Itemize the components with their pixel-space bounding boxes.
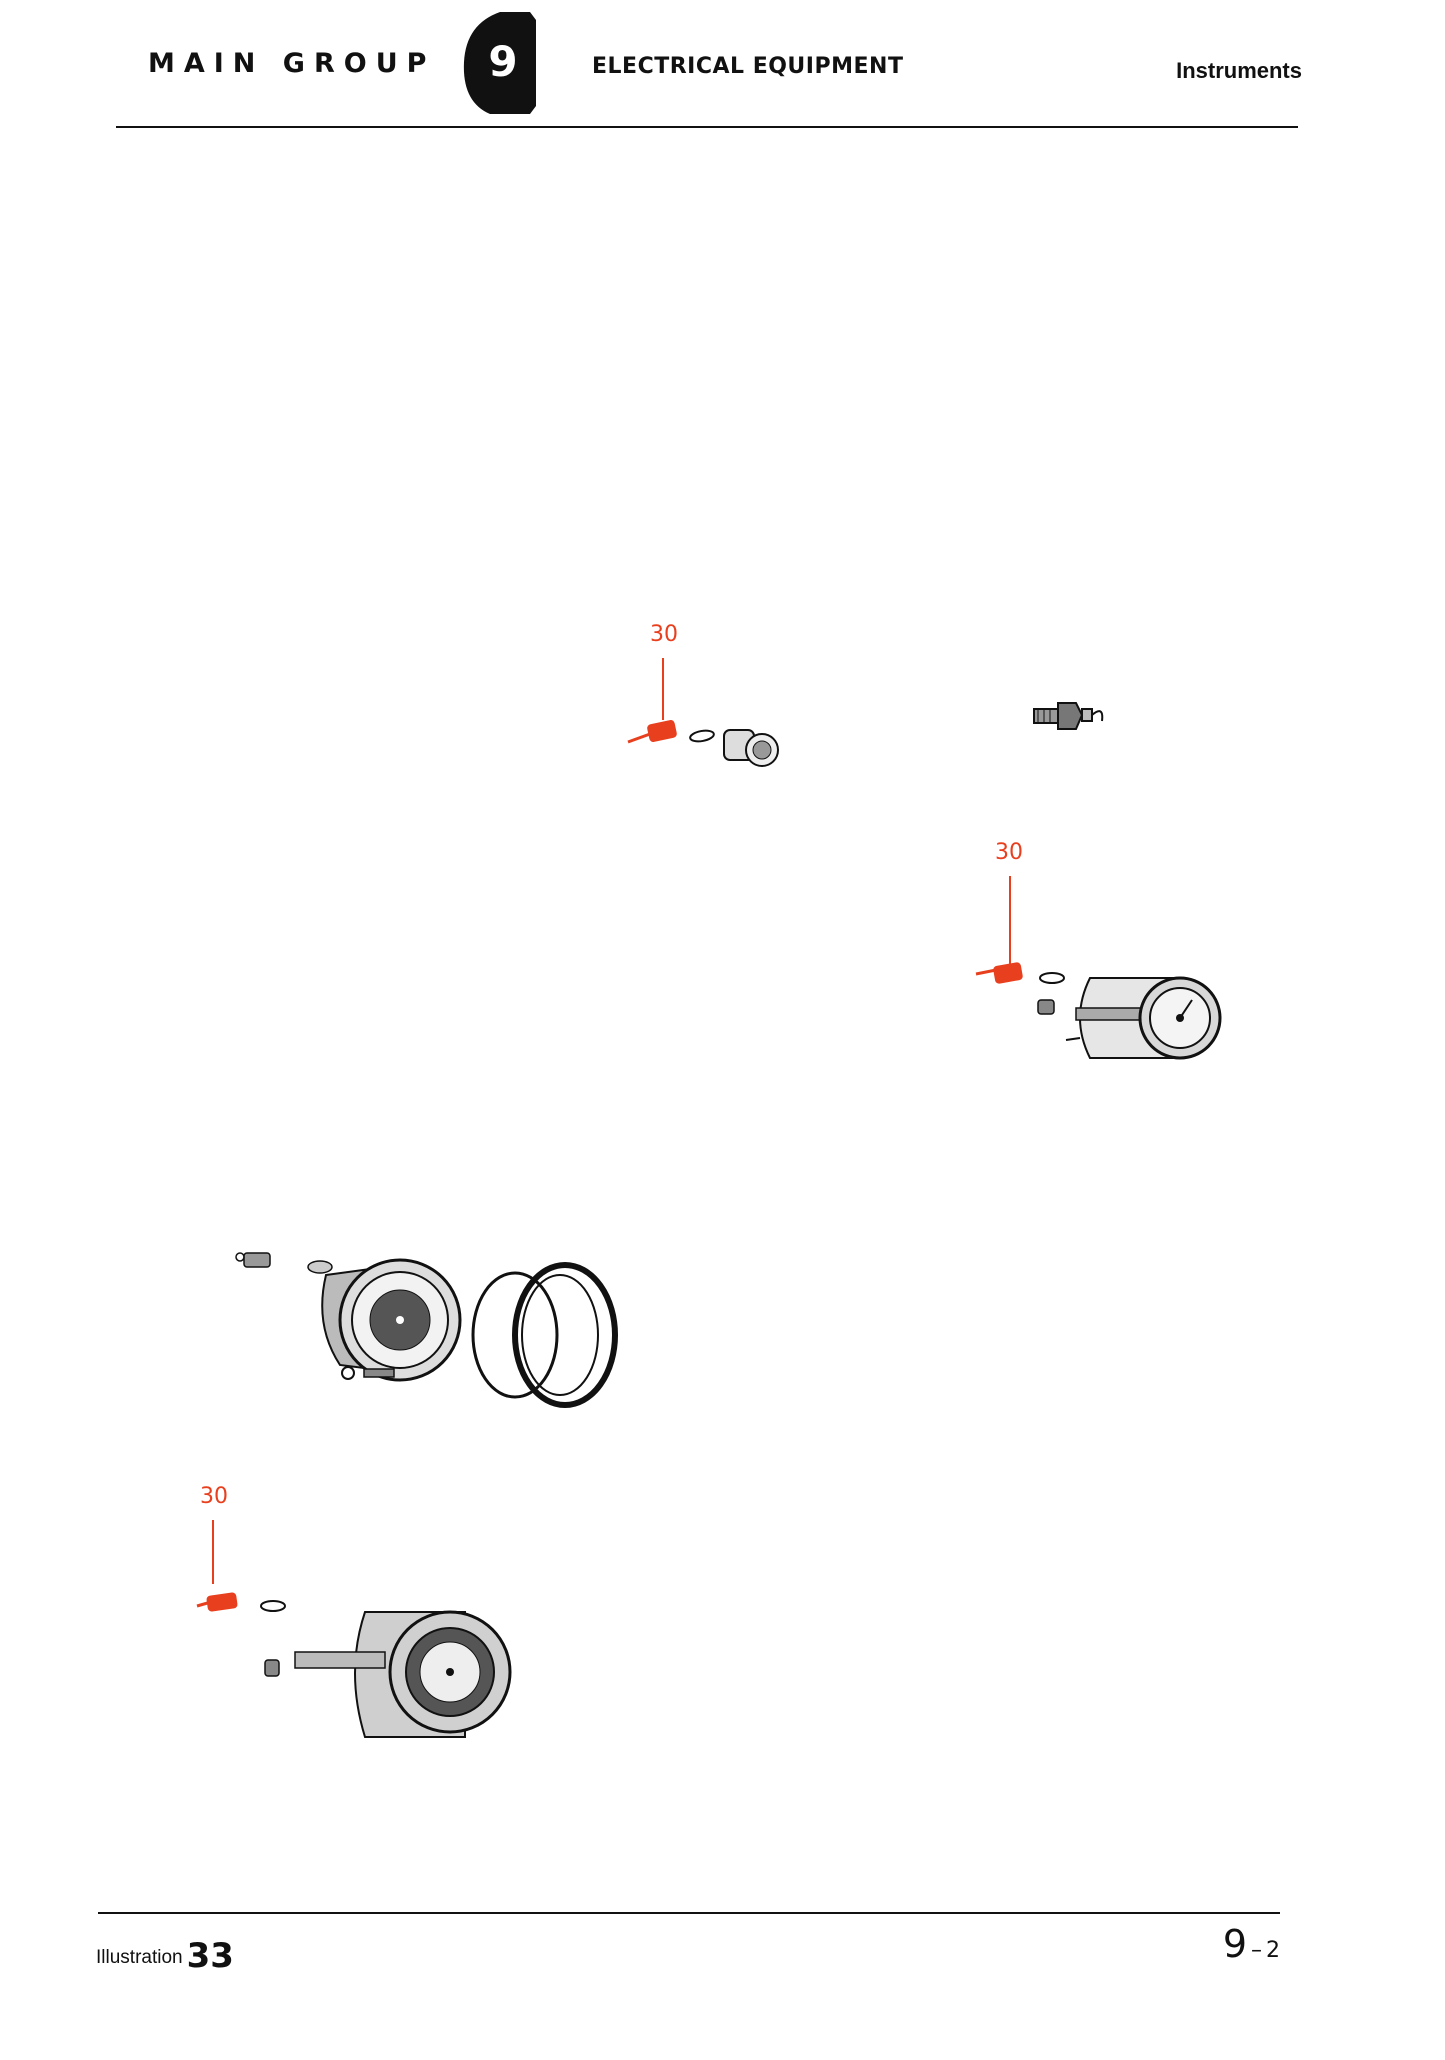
- bulb-holder-icon-4: [196, 1592, 238, 1612]
- screw-icon: [363, 1368, 395, 1378]
- page-number: 9–2: [1222, 1922, 1280, 1966]
- section-title: ELECTRICAL EQUIPMENT: [592, 54, 904, 79]
- part-bulb-socket-group-1: [627, 658, 779, 767]
- fuel-gauge-icon: [1065, 976, 1222, 1060]
- bulb-holder-icon-1: [627, 720, 677, 744]
- oil-pressure-sender-icon: [1033, 702, 1104, 730]
- retaining-ring-icon: [471, 1271, 559, 1399]
- group-number-badge: 9: [460, 10, 540, 114]
- clock-icon: [321, 1258, 462, 1382]
- indicator-lamp-housing-icon: [723, 729, 779, 767]
- header-rule: [116, 126, 1298, 128]
- part-clock-group: [235, 1252, 618, 1408]
- speedometer-icon: [294, 1610, 512, 1738]
- illustration-label: Illustration: [96, 1947, 183, 1968]
- bulb-icon-2: [1039, 972, 1065, 984]
- callout-label-1: 30: [650, 622, 678, 647]
- main-group-title: MAIN GROUP: [148, 48, 436, 79]
- bulb-icon-3: [307, 1260, 333, 1274]
- grommet-icon-2: [1037, 999, 1055, 1015]
- illustration-number: 33: [186, 1936, 234, 1976]
- footer-rule: [98, 1912, 1280, 1914]
- bulb-icon-1: [689, 729, 715, 743]
- callout-label-3: 30: [200, 1484, 228, 1509]
- bulb-icon-4: [260, 1600, 286, 1612]
- bulb-holder-icon-3: [235, 1252, 271, 1268]
- page-number-main: 9: [1222, 1922, 1247, 1966]
- group-badge-shape: 9: [463, 12, 536, 114]
- grommet-icon-4: [264, 1659, 280, 1677]
- washer-icon: [341, 1366, 355, 1380]
- group-number: 9: [488, 37, 517, 86]
- subsection-title: Instruments: [1176, 58, 1302, 83]
- bezel-ring-icon: [512, 1262, 618, 1408]
- part-fuel-gauge-group: [975, 876, 1222, 1060]
- page-number-sub: 2: [1266, 1938, 1280, 1963]
- part-speedometer-group: [196, 1520, 512, 1738]
- callout-label-2: 30: [995, 840, 1023, 865]
- bulb-holder-icon-2: [975, 962, 1023, 984]
